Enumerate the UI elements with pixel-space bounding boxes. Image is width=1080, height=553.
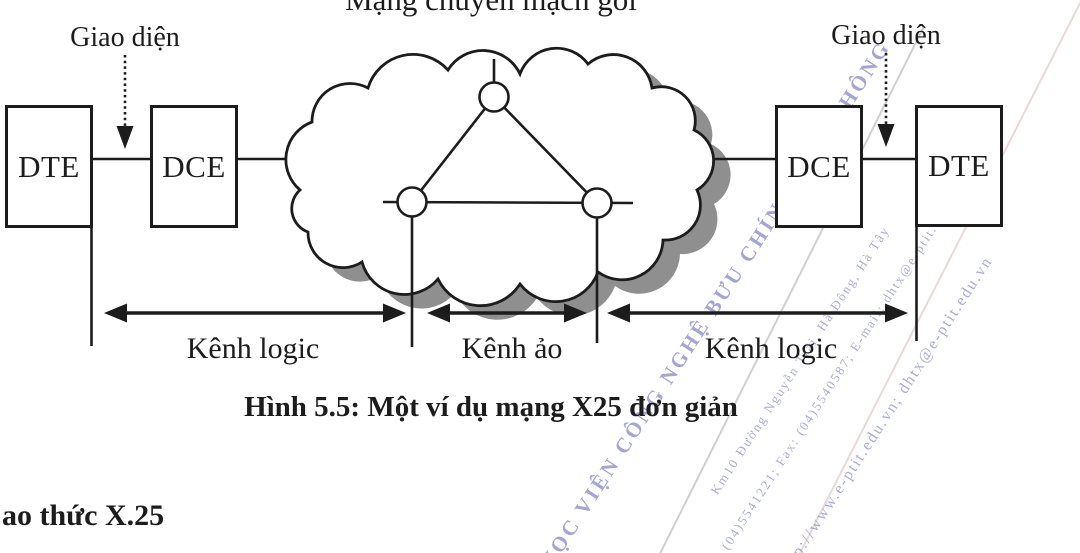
dte-box-right: DTE: [915, 105, 1003, 227]
interface-arrow-left: [116, 55, 134, 149]
dce-box-left: DCE: [150, 105, 238, 228]
dce-box-right-label: DCE: [787, 148, 851, 184]
channel-label-left: Kênh logic: [186, 332, 320, 365]
channel-span-arrow-right: [607, 303, 908, 323]
trunk-top-left: [410, 96, 496, 203]
dte-box-left-label: DTE: [18, 148, 80, 184]
section-heading-partial: ao thức X.25: [2, 499, 165, 532]
interface-label-left: Giao diện: [70, 22, 180, 53]
figure-caption: Hình 5.5: Một ví dụ mạng X25 đơn giản: [244, 391, 738, 423]
interface-label-right: Giao diện: [831, 20, 941, 51]
trunk-top-right: [493, 96, 598, 204]
dce-box-left-label: DCE: [162, 148, 226, 184]
dte-box-right-label: DTE: [928, 148, 990, 183]
channel-label-right: Kênh logic: [704, 332, 838, 365]
channel-span-arrow-left: [104, 303, 406, 323]
dce-box-right: DCE: [775, 105, 863, 228]
packet-network-title: Mạng chuyển mạch gói: [291, 0, 691, 15]
switch-node-top: [478, 81, 510, 113]
channel-span-arrow-middle: [427, 303, 587, 323]
dte-box-left: DTE: [5, 105, 93, 228]
channel-label-middle: Kênh ảo: [461, 332, 563, 365]
interface-arrow-right: [877, 53, 895, 147]
switch-node-right: [581, 187, 613, 219]
switch-node-left: [396, 186, 428, 218]
